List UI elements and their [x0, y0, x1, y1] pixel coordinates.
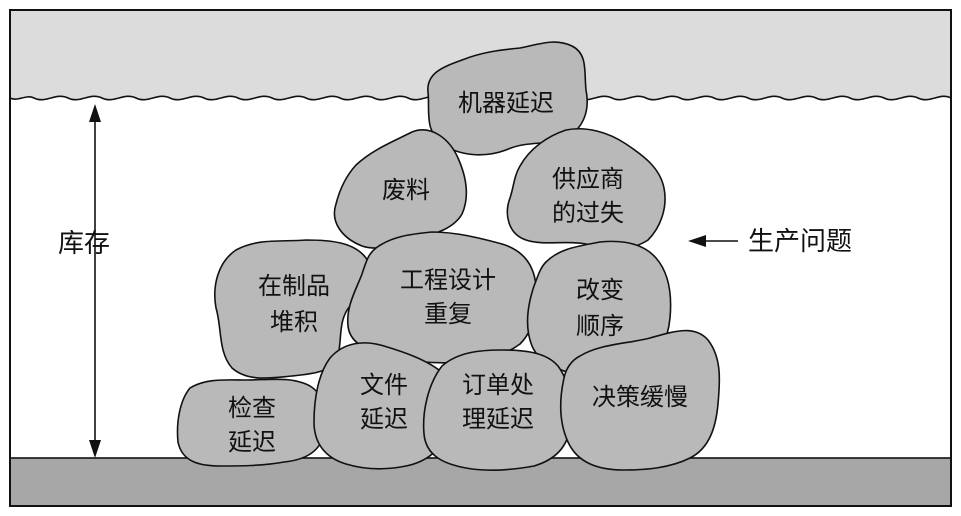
- rock-label: 供应商: [552, 165, 624, 193]
- rock-label: 改变: [576, 276, 624, 304]
- rock-label: 重复: [424, 300, 472, 328]
- rock-machine-delay: 机器延迟: [427, 41, 588, 156]
- rock-label: 工程设计: [400, 266, 496, 294]
- rock-label: 机器延迟: [458, 89, 554, 117]
- rock-label: 订单处: [462, 371, 534, 399]
- rock-label: 检查: [228, 394, 276, 422]
- arrow-head-down-icon: [89, 440, 101, 458]
- inventory-label: 库存: [58, 229, 110, 259]
- rock-slow-decisions: 决策缓慢: [559, 329, 721, 471]
- rock-label: 在制品: [258, 272, 330, 300]
- rock-supplier-error: 供应商 的过失: [506, 127, 666, 250]
- rock-label: 废料: [382, 176, 430, 204]
- rock-label: 的过失: [552, 199, 624, 227]
- rock-engineering-rework: 工程设计 重复: [346, 231, 538, 364]
- rock-order-processing-delay: 订单处 理延迟: [422, 349, 572, 471]
- arrow-head-left-icon: [688, 235, 706, 247]
- rock-label: 决策缓慢: [592, 383, 688, 411]
- rock-label: 理延迟: [462, 405, 534, 433]
- rock-wip-pileup: 在制品 堆积: [214, 239, 371, 379]
- frame: [9, 9, 952, 507]
- rock-paperwork-delay: 文件 延迟: [313, 342, 454, 470]
- rock-label: 延迟: [360, 405, 408, 433]
- rock-label: 顺序: [576, 312, 624, 340]
- rock-label: 文件: [360, 371, 408, 399]
- rock-label: 堆积: [270, 308, 318, 336]
- rock-inspection-delay: 检查 延迟: [176, 378, 327, 467]
- rock-scrap: 废料: [333, 129, 468, 249]
- arrow-head-up-icon: [89, 104, 101, 122]
- rock-label: 延迟: [228, 428, 276, 456]
- problems-label: 生产问题: [748, 227, 852, 257]
